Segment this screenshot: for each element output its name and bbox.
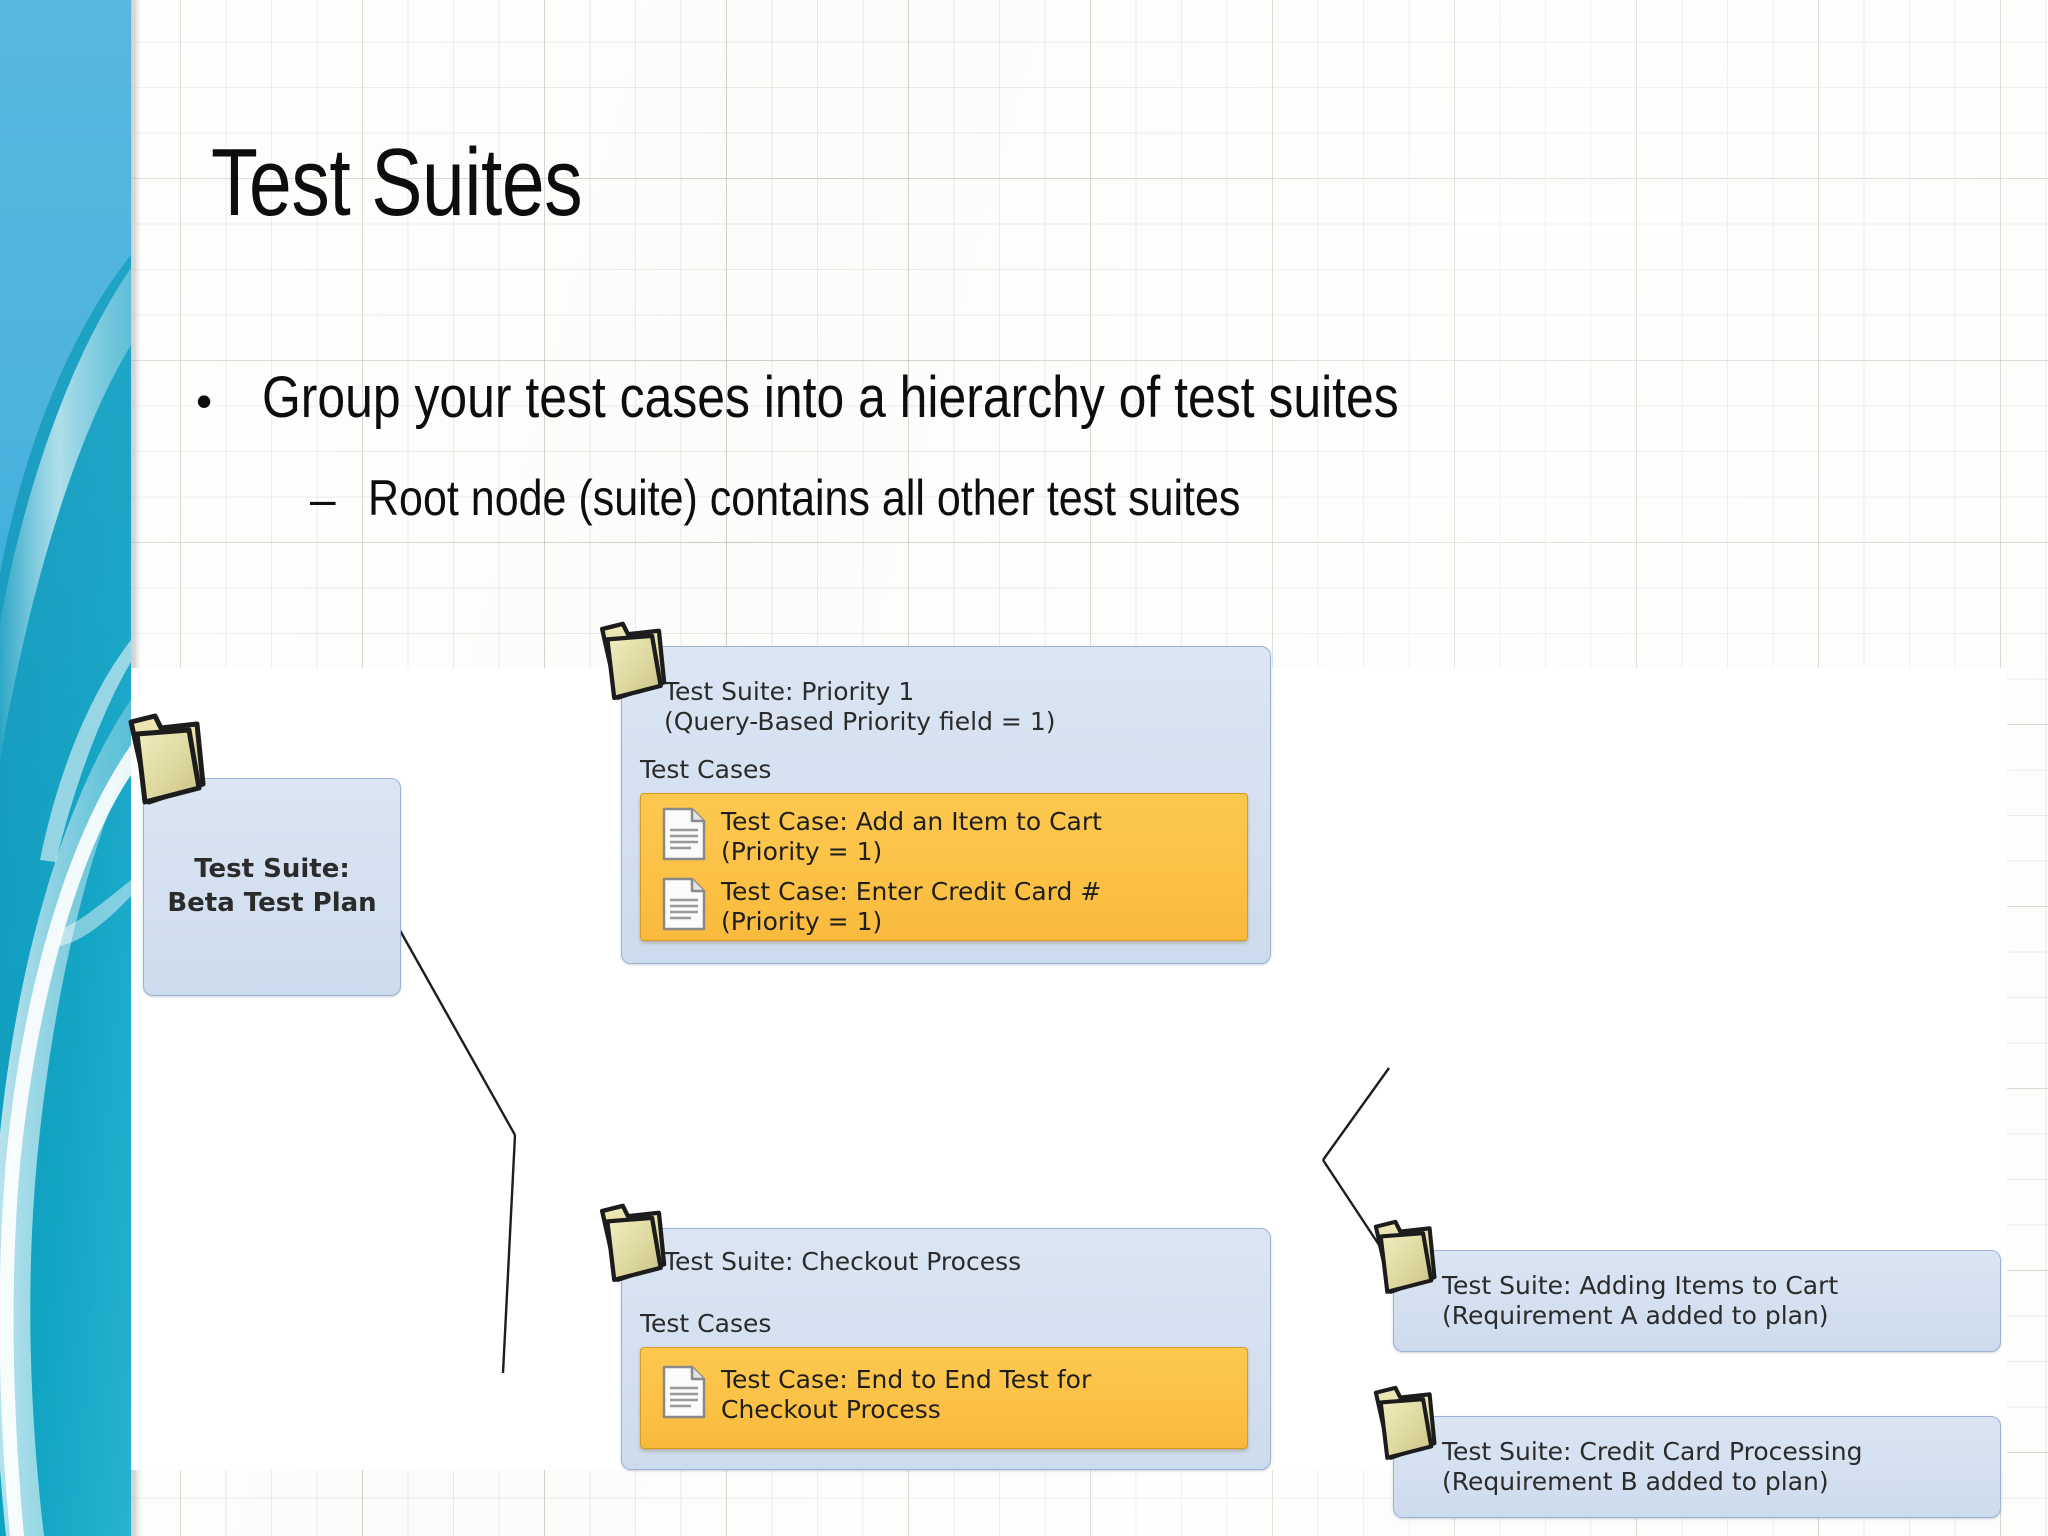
page-title: Test Suites [211,129,583,236]
test-case-end-to-end-label: Test Case: End to End Test for Checkout … [721,1365,1092,1424]
folder-icon [1371,1382,1441,1467]
test-case-enter-credit-card-label: Test Case: Enter Credit Card # (Priority… [721,877,1102,936]
test-case-enter-credit-card[interactable]: Test Case: Enter Credit Card # (Priority… [661,876,1101,937]
bullet-level2: – Root node (suite) contains all other t… [310,472,2010,525]
suite-node-adding-items-to-cart-title: Test Suite: Adding Items to Cart (Requir… [1442,1271,1839,1330]
test-case-group-priority-1[interactable]: Test Case: Add an Item to Cart (Priority… [640,793,1248,941]
test-case-group-checkout[interactable]: Test Case: End to End Test for Checkout … [640,1347,1248,1449]
edge-checkout-to-adding-items [1322,1067,1390,1161]
test-case-add-item-to-cart-label: Test Case: Add an Item to Cart (Priority… [721,807,1102,866]
suite-node-priority-1[interactable]: Test Suite: Priority 1 (Query-Based Prio… [621,646,1271,964]
folder-icon [597,618,671,707]
suite-node-beta-test-plan-label: Test Suite: Beta Test Plan [167,854,377,918]
left-decorative-band [0,0,131,1536]
suite-node-credit-card-processing[interactable]: Test Suite: Credit Card Processing (Requ… [1393,1416,2001,1518]
folder-icon [597,1200,671,1289]
suite-node-checkout-process-section-label: Test Cases [640,1309,772,1338]
test-suite-hierarchy-diagram: Test Suite: Beta Test Plan Test Suite: P… [128,621,2007,1518]
bullet-level1-text: Group your test cases into a hierarchy o… [262,365,1399,430]
suite-node-adding-items-to-cart[interactable]: Test Suite: Adding Items to Cart (Requir… [1393,1250,2001,1352]
bullet-marker-icon: • [196,375,213,427]
edge-root-to-checkout [501,1134,517,1374]
folder-icon [1371,1216,1441,1301]
edge-root-to-priority1 [391,917,517,1136]
test-case-end-to-end[interactable]: Test Case: End to End Test for Checkout … [661,1364,1091,1425]
suite-node-priority-1-title: Test Suite: Priority 1 (Query-Based Prio… [664,677,1056,736]
bullet-level2-text: Root node (suite) contains all other tes… [368,470,1241,526]
suite-node-priority-1-section-label: Test Cases [640,755,772,784]
suite-node-checkout-process-title: Test Suite: Checkout Process [664,1247,1022,1276]
suite-node-beta-test-plan[interactable]: Test Suite: Beta Test Plan [143,778,401,996]
suite-node-checkout-process[interactable]: Test Suite: Checkout Process Test Cases [621,1228,1271,1470]
folder-icon [125,710,211,811]
document-icon [661,1364,707,1425]
band-artwork [0,0,131,1536]
suite-node-credit-card-processing-title: Test Suite: Credit Card Processing (Requ… [1442,1437,1863,1496]
bullet-level1: • Group your test cases into a hierarchy… [196,365,1996,430]
document-icon [661,876,707,937]
dash-marker-icon: – [310,473,336,525]
document-icon [661,806,707,867]
test-case-add-item-to-cart[interactable]: Test Case: Add an Item to Cart (Priority… [661,806,1102,867]
